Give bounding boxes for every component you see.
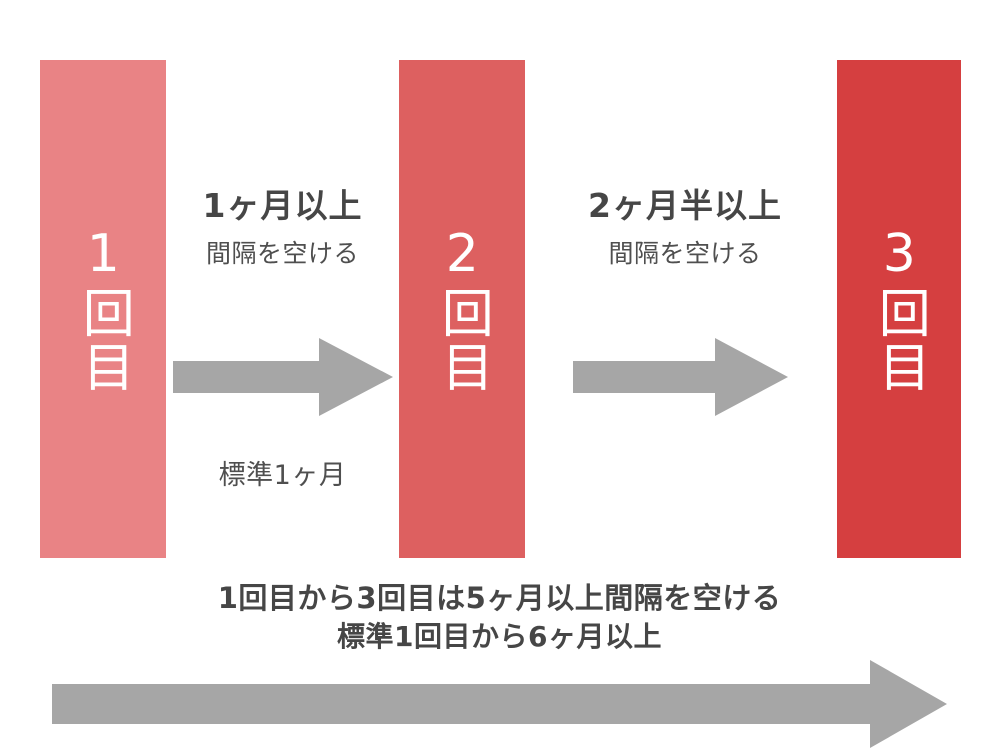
interval-2-3-primary-label: 2ヶ月半以上 [588, 186, 782, 225]
interval-1-2-standard-note: 標準1ヶ月 [218, 460, 347, 491]
dose-bar-1-label: 1回目 [73, 224, 134, 394]
interval-1-2-secondary-label: 間隔を空ける [205, 239, 359, 269]
interval-1-2-text-group: 1ヶ月以上 間隔を空ける [166, 185, 399, 271]
right-block-arrow-icon [173, 338, 393, 416]
dose-bar-3-label: 3回目 [869, 224, 930, 394]
summary-line-2: 標準1回目から6ヶ月以上 [337, 620, 662, 654]
dose-bar-2-label: 2回目 [432, 224, 493, 394]
right-block-arrow-icon [573, 338, 788, 416]
dose-bar-2: 2回目 [399, 60, 525, 558]
summary-text-group: 1回目から3回目は5ヶ月以上間隔を空ける 標準1回目から6ヶ月以上 [0, 581, 999, 655]
dose-bar-1: 1回目 [40, 60, 166, 558]
interval-1-2-primary-label: 1ヶ月以上 [202, 186, 363, 225]
long-right-block-arrow-icon [52, 660, 947, 748]
interval-2-3-secondary-label: 間隔を空ける [608, 239, 762, 269]
summary-line-1: 1回目から3回目は5ヶ月以上間隔を空ける [217, 581, 782, 615]
interval-2-3-text-group: 2ヶ月半以上 間隔を空ける [560, 185, 810, 271]
dose-bar-3: 3回目 [837, 60, 961, 558]
